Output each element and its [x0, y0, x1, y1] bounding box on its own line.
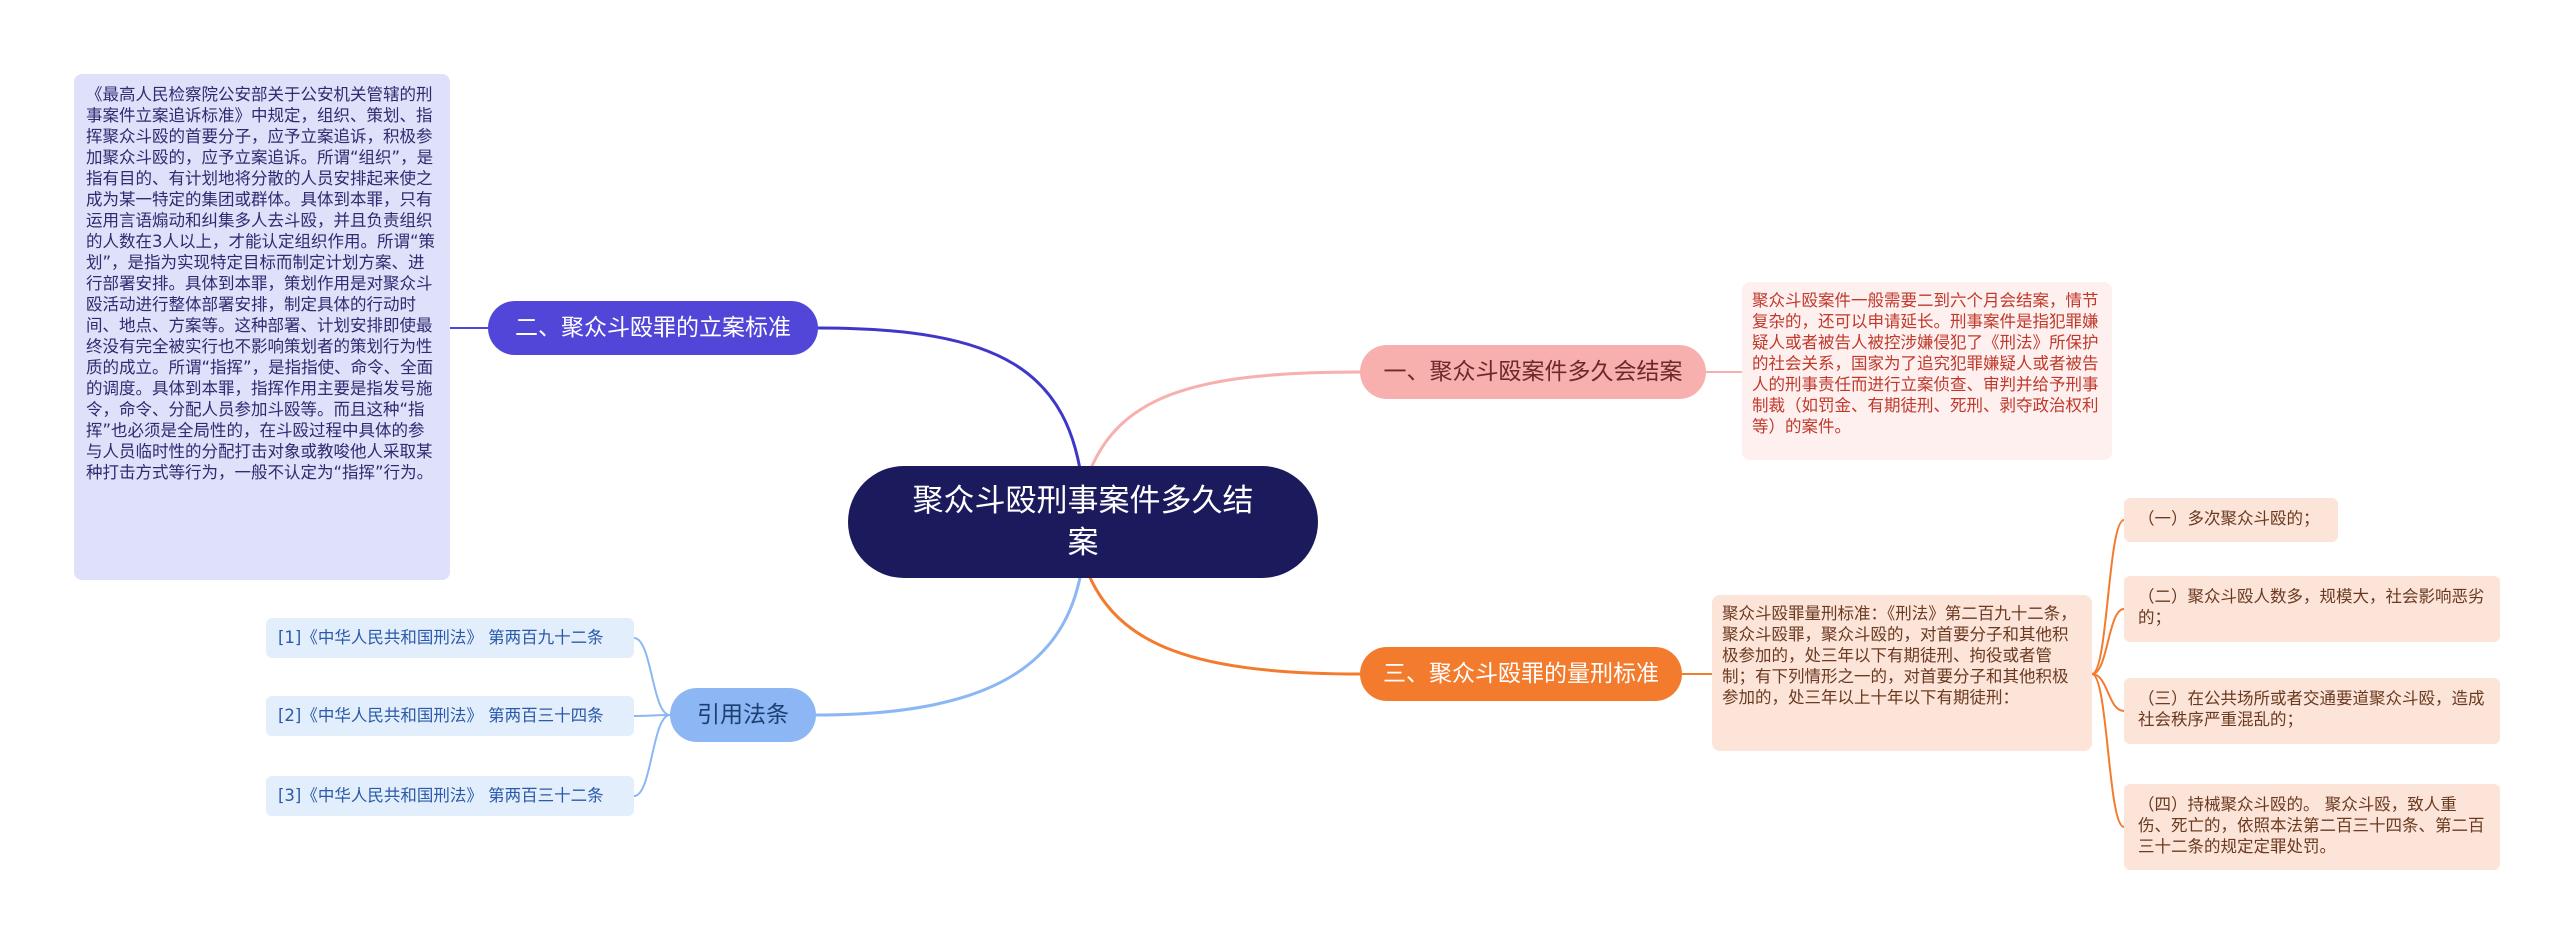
- branch-detail-note[interactable]: 聚众斗殴罪量刑标准：《刑法》第二百九十二条，聚众斗殴罪，聚众斗殴的，对首要分子和…: [1712, 595, 2092, 751]
- central-topic-label: 聚众斗殴刑事案件多久结案: [912, 483, 1254, 561]
- branch-detail-note[interactable]: 聚众斗殴案件一般需要二到六个月会结案，情节复杂的，还可以申请延长。刑事案件是指犯…: [1742, 282, 2112, 460]
- sentencing-item[interactable]: （一）多次聚众斗殴的；: [2124, 498, 2338, 542]
- sentencing-item-text: （二）聚众斗殴人数多，规模大，社会影响恶劣的；: [2138, 587, 2485, 627]
- sentencing-item[interactable]: （四）持械聚众斗殴的。 聚众斗殴，致人重伤、死亡的，依照本法第二百三十四条、第二…: [2124, 784, 2500, 870]
- law-reference[interactable]: [2]《中华人民共和国刑法》 第两百三十四条: [266, 696, 634, 736]
- detail-text: 聚众斗殴案件一般需要二到六个月会结案，情节复杂的，还可以申请延长。刑事案件是指犯…: [1752, 291, 2099, 436]
- central-topic[interactable]: 聚众斗殴刑事案件多久结案: [848, 466, 1318, 578]
- law-reference-text: [1]《中华人民共和国刑法》 第两百九十二条: [278, 628, 604, 647]
- law-reference[interactable]: [3]《中华人民共和国刑法》 第两百三十二条: [266, 776, 634, 816]
- branch-cited-laws[interactable]: 引用法条: [670, 688, 816, 742]
- sentencing-item[interactable]: （二）聚众斗殴人数多，规模大，社会影响恶劣的；: [2124, 576, 2500, 642]
- law-reference-text: [2]《中华人民共和国刑法》 第两百三十四条: [278, 706, 604, 725]
- branch-label: 二、聚众斗殴罪的立案标准: [515, 315, 791, 341]
- branch-label: 三、聚众斗殴罪的量刑标准: [1383, 661, 1659, 687]
- branch-filing-standard[interactable]: 二、聚众斗殴罪的立案标准: [488, 301, 818, 355]
- branch-label: 一、聚众斗殴案件多久会结案: [1383, 359, 1683, 385]
- branch-label: 引用法条: [697, 702, 789, 728]
- detail-text: 《最高人民检察院公安部关于公安机关管辖的刑事案件立案追诉标准》中规定，组织、策划…: [86, 85, 436, 482]
- sentencing-item-text: （四）持械聚众斗殴的。 聚众斗殴，致人重伤、死亡的，依照本法第二百三十四条、第二…: [2138, 795, 2485, 856]
- sentencing-item[interactable]: （三）在公共场所或者交通要道聚众斗殴，造成社会秩序严重混乱的；: [2124, 678, 2500, 744]
- law-reference[interactable]: [1]《中华人民共和国刑法》 第两百九十二条: [266, 618, 634, 658]
- detail-text: 聚众斗殴罪量刑标准：《刑法》第二百九十二条，聚众斗殴罪，聚众斗殴的，对首要分子和…: [1722, 604, 2077, 707]
- sentencing-item-text: （三）在公共场所或者交通要道聚众斗殴，造成社会秩序严重混乱的；: [2138, 689, 2485, 729]
- sentencing-item-text: （一）多次聚众斗殴的；: [2138, 509, 2320, 528]
- branch-sentencing-standard[interactable]: 三、聚众斗殴罪的量刑标准: [1360, 647, 1682, 701]
- branch-detail-note[interactable]: 《最高人民检察院公安部关于公安机关管辖的刑事案件立案追诉标准》中规定，组织、策划…: [74, 74, 450, 580]
- law-reference-text: [3]《中华人民共和国刑法》 第两百三十二条: [278, 786, 604, 805]
- branch-how-long-to-close[interactable]: 一、聚众斗殴案件多久会结案: [1360, 345, 1706, 399]
